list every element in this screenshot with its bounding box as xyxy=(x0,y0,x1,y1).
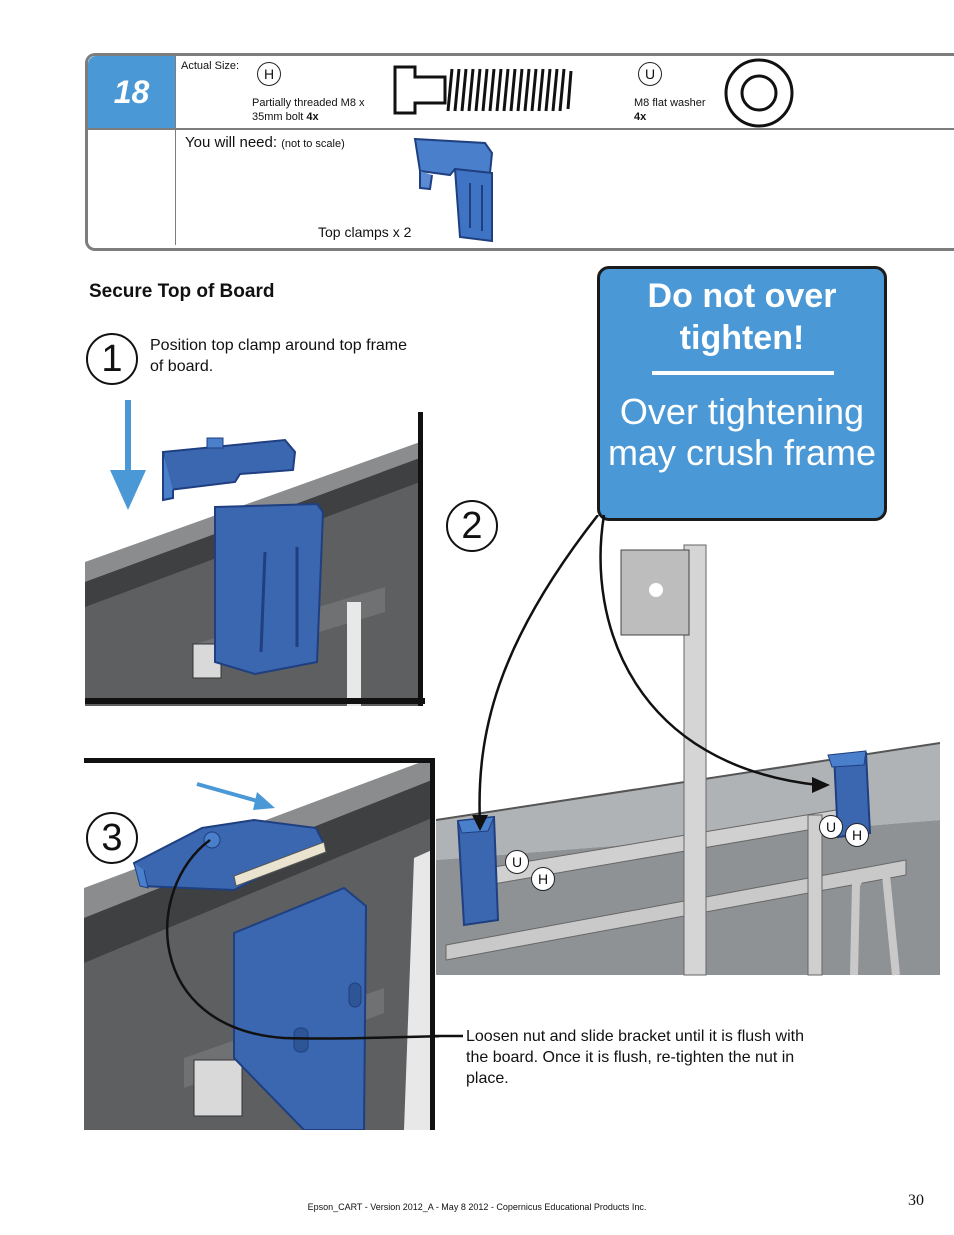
top-clamps-label: Top clamps x 2 xyxy=(318,224,412,240)
part-h-tag: H xyxy=(257,62,281,86)
divider xyxy=(88,128,954,130)
tag-h-left: H xyxy=(531,867,555,891)
step-1-illustration xyxy=(85,412,425,706)
divider xyxy=(175,56,176,245)
step-2-circle: 2 xyxy=(446,500,498,552)
washer-icon xyxy=(724,58,794,128)
step-3-illustration xyxy=(84,758,439,1130)
slide-arrow-icon xyxy=(196,782,275,810)
down-arrow-icon xyxy=(110,400,146,510)
part-h-description: Partially threaded M8 x 35mm bolt 4x xyxy=(252,97,365,123)
bolt-icon xyxy=(393,65,573,115)
warning-body: Over tightening may crush frame xyxy=(607,391,877,473)
page-number: 30 xyxy=(908,1192,924,1209)
part-u-tag: U xyxy=(638,62,662,86)
step-1-circle: 1 xyxy=(86,333,138,385)
instruction-text: Loosen nut and slide bracket until it is… xyxy=(466,1028,804,1087)
step-2-illustration xyxy=(436,515,941,976)
step-number: 18 xyxy=(88,56,175,128)
you-will-need: You will need: (not to scale) xyxy=(185,134,345,151)
step-header: 18 Actual Size: H Partially threaded M8 … xyxy=(85,53,954,251)
leader-line xyxy=(435,1034,463,1038)
warning-divider xyxy=(652,371,834,375)
step-3-circle: 3 xyxy=(86,812,138,864)
actual-size-label: Actual Size: xyxy=(181,60,240,72)
step-frame xyxy=(85,53,954,251)
top-clamp-icon xyxy=(413,137,494,243)
footer-text: Epson_CART - Version 2012_A - May 8 2012… xyxy=(307,1202,647,1212)
warning-box: Do not over tighten! Over tightening may… xyxy=(597,266,887,521)
section-title: Secure Top of Board xyxy=(89,281,275,302)
step-1-text: Position top clamp around top frame of b… xyxy=(150,337,408,375)
tag-u-left: U xyxy=(505,850,529,874)
tag-u-right: U xyxy=(819,815,843,839)
tag-h-right: H xyxy=(845,823,869,847)
warning-title: Do not over tighten! xyxy=(647,277,837,357)
